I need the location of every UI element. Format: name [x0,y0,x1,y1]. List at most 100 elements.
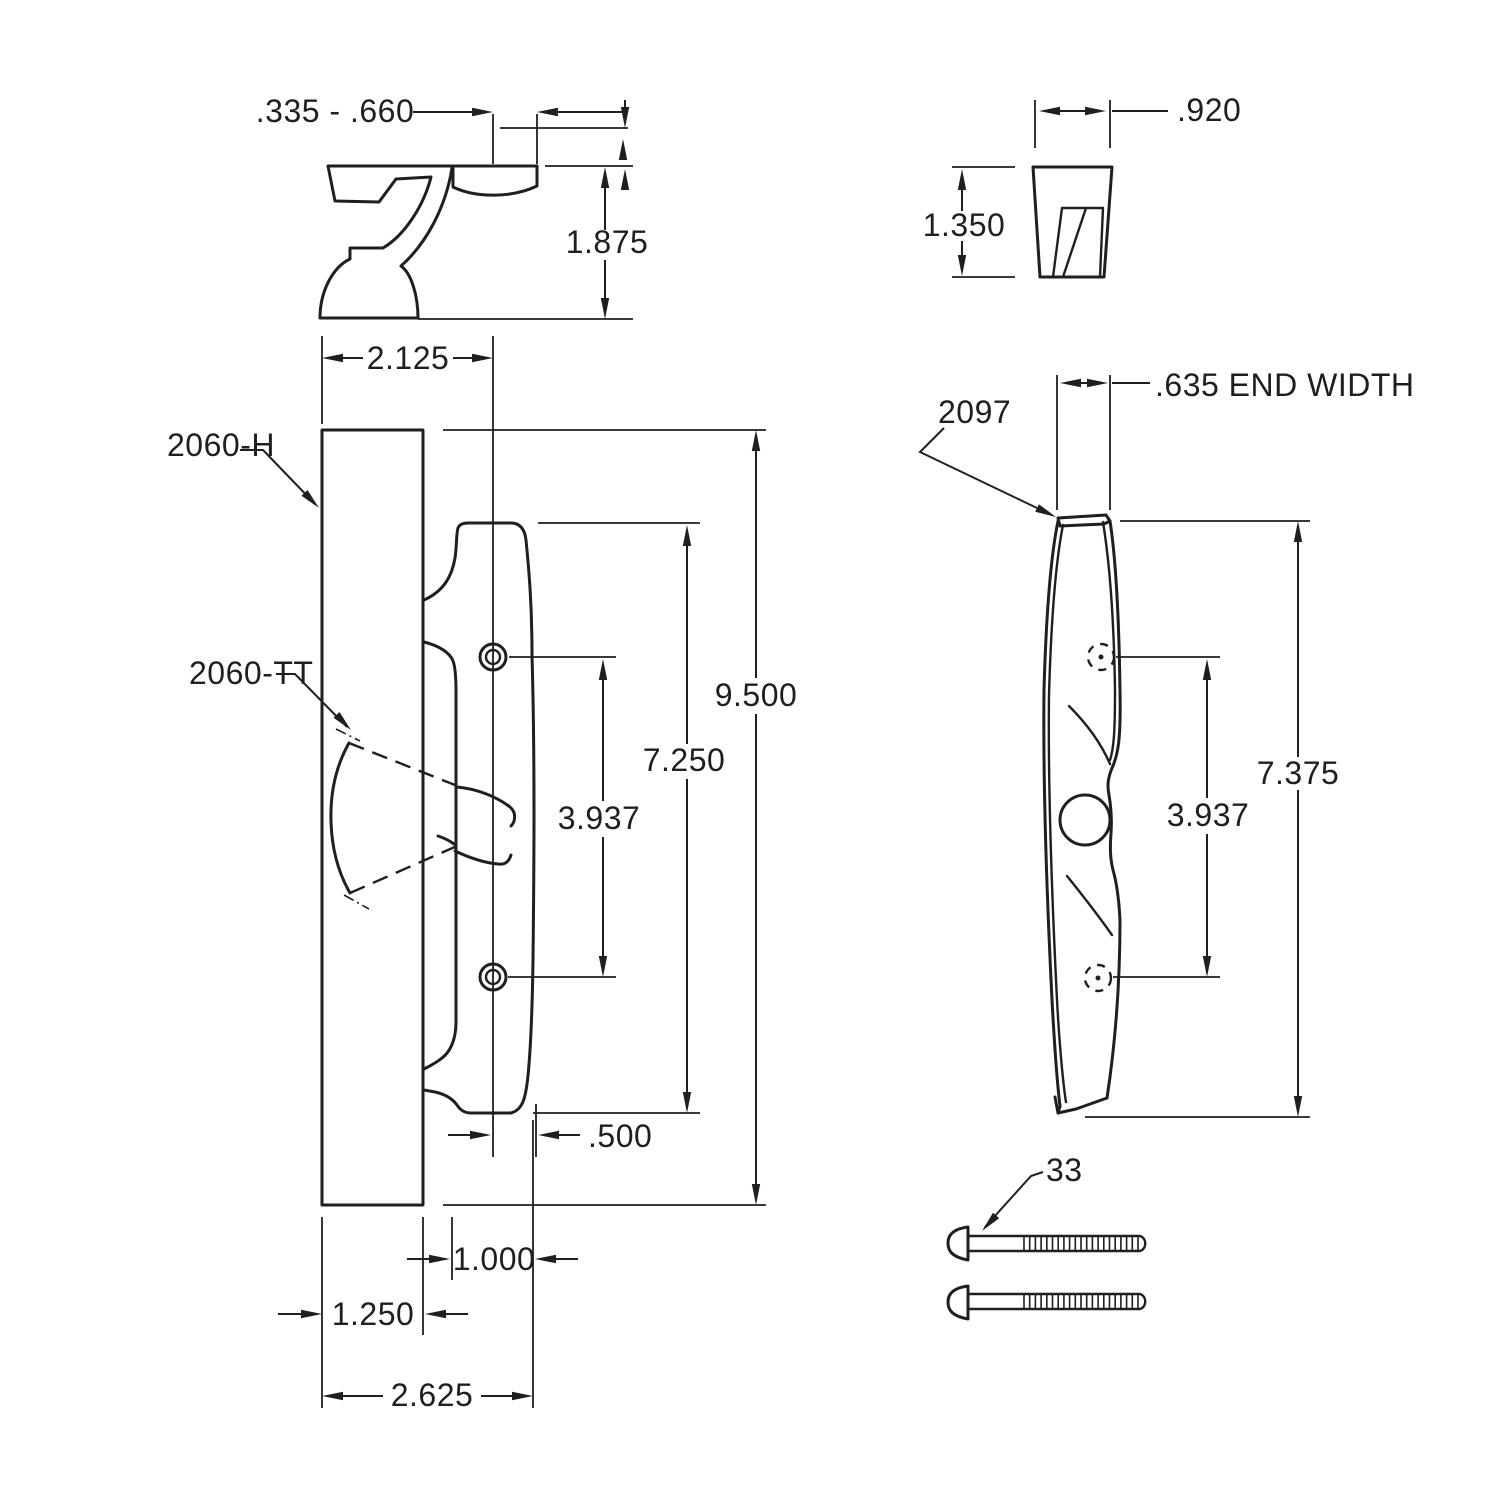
pull-grip-contours [1065,704,1114,937]
leader-arrowhead [301,490,319,508]
arrowhead-down [1293,1096,1303,1117]
arrowhead-down [1202,956,1212,977]
dim-overall-height-text: 9.500 [715,677,798,713]
screw-hole-top-inner [484,648,502,666]
leader-line [276,673,348,728]
screw-1-head [946,1225,970,1262]
dim-edge-offset: .500 [448,1104,652,1157]
arrowhead-right [472,107,493,117]
pull-right-edge [1105,519,1122,1100]
dim-plate-width: 1.000 [407,1120,578,1408]
arrowhead-up [1202,659,1212,680]
hole-center-mark [1095,975,1101,981]
arrowhead-right [472,353,493,363]
hole-center-mark [1098,654,1104,660]
hidden-screw-hole-bottom [1083,963,1113,993]
screw-1-shaft [966,1234,1147,1253]
stile-outline [320,428,425,1207]
screw-hole-bottom-inner [484,968,502,986]
screw-hole-bottom [478,962,508,992]
dim-base-width-text: 2.125 [367,340,450,376]
arrowhead-up [618,139,628,160]
screw-2-threads [1023,1294,1139,1309]
label-pull-part: 2097 [918,394,1056,517]
label-housing-text: 2060-H [167,427,275,463]
pull-center-hole [1058,793,1112,847]
hidden-screw-hole-top [1086,642,1116,672]
arrowhead-up [600,167,610,188]
view-keeper-detail [1031,165,1114,279]
dim-plate-height-text: 7.250 [643,742,726,778]
grip-pocket-edges [436,785,517,866]
dim-pull-overall-height-text: 7.375 [1257,755,1340,791]
pull-left-edge-outer [1042,519,1062,1108]
arrowhead-left [322,1391,343,1401]
dim-end-width-text: .635 END WIDTH [1155,367,1414,403]
screw-1-threads [1023,1236,1139,1251]
pull-top-cap [1056,513,1112,528]
thumbturn-centerline-tick [335,728,370,910]
arrowhead-left [322,353,343,363]
dim-plate-height: 7.250 [533,522,726,1114]
dim-pull-overall-height: 7.375 [1085,520,1340,1118]
screw-2-head [946,1284,970,1321]
label-screws: 33 [982,1152,1083,1231]
dim-edge-offset-text: .500 [588,1118,652,1154]
arrowhead-down [682,1092,692,1113]
dim-stile-width: 1.250 [278,1217,468,1408]
dim-latch-range-text: .335 - .660 [256,93,415,129]
label-pull-part-text: 2097 [938,394,1011,430]
arrowhead-right [1087,378,1108,388]
dim-hole-spacing-front-text: 3.937 [558,800,641,836]
escutcheon-plate-outline [422,521,536,1115]
keeper-inner-detail [1051,206,1105,279]
dim-handle-height-text: 1.875 [566,224,649,260]
arrowhead-left [425,1309,446,1319]
dim-latch-range: .335 - .660 [256,93,630,190]
dim-stile-width-text: 1.250 [332,1296,415,1332]
dim-keeper-width: .920 [1034,92,1241,148]
arrowhead-left [535,1254,556,1264]
arrowhead-up [957,169,967,190]
arrowhead-right [512,1391,533,1401]
dim-overall-width: 2.625 [322,1377,533,1413]
leader-line [240,449,316,505]
keeper-outline [1031,165,1114,279]
pull-left-edge-inner [1047,523,1068,1104]
arrowhead-right [429,1254,450,1264]
arrowhead-up [1293,521,1303,542]
arrowhead-down [598,956,608,977]
arrowhead-up [682,525,692,546]
dim-overall-height: 9.500 [443,429,798,1206]
pull-right-edge-inner [1101,520,1117,762]
leader-line [984,1171,1044,1228]
arrowhead-right [1085,106,1106,116]
label-screws-text: 33 [1046,1152,1083,1188]
leader-arrowhead [1035,504,1056,517]
leader-arrowhead [982,1212,1000,1231]
view-handle-side-profile [318,114,633,320]
dim-keeper-height-text: 1.350 [923,207,1006,243]
thumbturn-arc [329,741,352,895]
dim-hole-spacing-front: 3.937 [508,656,641,978]
dim-hole-spacing-side: 3.937 [1113,656,1250,978]
dim-end-width: .635 END WIDTH [1056,367,1414,510]
latch-pad-outline [451,164,539,197]
arrowhead-up [751,430,761,451]
arrowhead-up [598,659,608,680]
label-housing: 2060-H [167,427,319,508]
dim-hole-spacing-side-text: 3.937 [1167,797,1250,833]
arrowhead-left [537,107,558,117]
arrowhead-down [620,107,630,128]
arrowhead-down [751,1184,761,1205]
view-pull-side-profile [1042,513,1122,1115]
escutcheon-recess-edge [422,640,458,1071]
leader-line [918,427,1038,509]
arrowhead-left [1039,106,1060,116]
thumbturn-hidden-edge-upper [348,741,456,787]
dim-base-width: 2.125 [321,336,494,1157]
view-front-assembly [320,428,536,1207]
arrowhead-left [538,1130,559,1140]
